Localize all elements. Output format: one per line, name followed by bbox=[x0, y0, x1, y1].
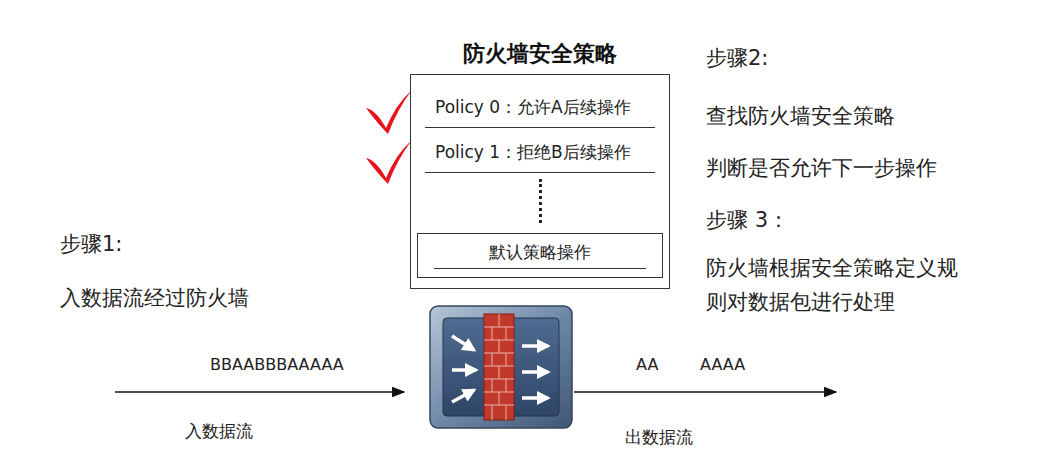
step-note: 判断是否允许下一步操作 bbox=[706, 152, 937, 186]
firewall-icon bbox=[430, 306, 572, 428]
step-note: 步骤 3： bbox=[706, 204, 789, 238]
outbound-arrow bbox=[574, 391, 836, 393]
inbound-arrow bbox=[115, 391, 404, 393]
step-note: 防火墙根据安全策略定义规则对数据包进行处理 bbox=[706, 252, 968, 319]
check-mark bbox=[366, 90, 412, 134]
default-policy-box: 默认策略操作 bbox=[417, 233, 663, 278]
step-note: 步骤2: bbox=[706, 42, 768, 76]
policy-table: 防火墙安全策略Policy 0：允许A后续操作Policy 1：拒绝B后续操作默… bbox=[410, 36, 670, 289]
ellipsis-dots bbox=[539, 179, 542, 223]
policy-rule: Policy 0：允许A后续操作 bbox=[425, 87, 655, 128]
flow-label: AA bbox=[636, 352, 658, 378]
default-policy-text: 默认策略操作 bbox=[434, 240, 646, 269]
step-note: 入数据流经过防火墙 bbox=[60, 282, 249, 316]
flow-label: 入数据流 bbox=[185, 418, 253, 445]
flow-label: AAAA bbox=[700, 352, 745, 378]
flow-label: BBAABBBAAAAA bbox=[210, 352, 344, 378]
flow-label: 出数据流 bbox=[625, 424, 693, 451]
step-note: 步骤1: bbox=[60, 228, 122, 262]
table-title: 防火墙安全策略 bbox=[410, 36, 670, 74]
check-mark bbox=[366, 140, 412, 184]
policy-rule: Policy 1：拒绝B后续操作 bbox=[425, 132, 655, 173]
step-note: 查找防火墙安全策略 bbox=[706, 100, 895, 134]
policy-frame: Policy 0：允许A后续操作Policy 1：拒绝B后续操作默认策略操作 bbox=[410, 74, 670, 289]
